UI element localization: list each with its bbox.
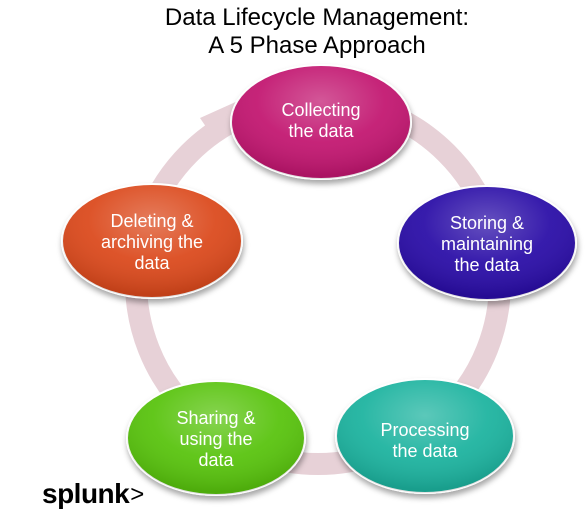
- phase-node-shine-1: [231, 65, 411, 179]
- logo-chevron-icon: >: [130, 481, 144, 508]
- diagram-title-line-2: A 5 Phase Approach: [208, 32, 426, 59]
- phase-node-shine-3: [336, 379, 514, 493]
- phase-node-shine-4: [127, 381, 305, 495]
- logo-wordmark: splunk: [42, 478, 130, 509]
- phase-nodes: [61, 64, 577, 496]
- phase-node-shine-2: [398, 186, 576, 300]
- splunk-logo: splunk >: [42, 476, 144, 512]
- diagram-title-line-1: Data Lifecycle Management:: [164, 4, 470, 31]
- phase-node-shine-5: [62, 184, 242, 298]
- cycle-arrow-head: [200, 100, 240, 140]
